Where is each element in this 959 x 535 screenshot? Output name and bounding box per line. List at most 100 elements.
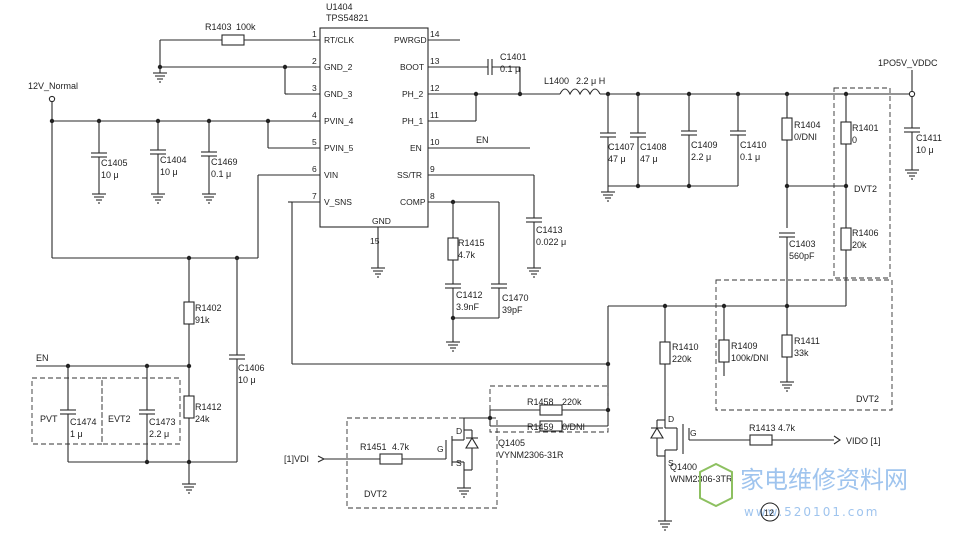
- port-vido: VIDO [1]: [846, 436, 881, 446]
- ground-symbol: [904, 163, 920, 180]
- q1405-g: G: [437, 444, 444, 454]
- ground-symbol: [150, 187, 166, 204]
- r1409-value: 100k/DNI: [731, 353, 769, 363]
- c1407-value: 47 μ: [608, 154, 626, 164]
- r1412-ref: R1412: [195, 402, 222, 412]
- ic-gnd-pin-number: 15: [370, 236, 380, 246]
- c1403-ref: C1403: [789, 239, 816, 249]
- ic-u1404: U1404 TPS54821 1 RT/CLK 2 GND_2 3 GND_3 …: [288, 2, 460, 278]
- net-12v-normal: 12V_Normal: [28, 81, 78, 91]
- pin-6-number: 6: [312, 164, 317, 174]
- r1402-value: 91k: [195, 315, 210, 325]
- ground-symbol: [445, 335, 461, 352]
- box-label-evt2: EVT2: [108, 414, 131, 424]
- control-pins: EN C1413 0.022 μ R1415 4.7k C1412 3.9nF …: [445, 135, 566, 352]
- net-1po5v-vddc: 1PO5V_VDDC: [878, 58, 938, 68]
- page-number: 12: [764, 508, 774, 518]
- pin-2-name: GND_2: [324, 62, 353, 72]
- c1470-ref: C1470: [502, 293, 529, 303]
- r1403-ref: R1403: [205, 22, 232, 32]
- dvt2-box-bottom: [346, 417, 498, 509]
- pin-2-number: 2: [312, 56, 317, 66]
- r1413-ref: R1413: [749, 423, 776, 433]
- c1404-ref: C1404: [160, 155, 187, 165]
- c1410-value: 0.1 μ: [740, 152, 760, 162]
- output-stage: C1401 0.1 μ L1400 2.2 μ H C1407 47 μ C14…: [460, 52, 942, 412]
- c1408-value: 47 μ: [640, 154, 658, 164]
- q1405-d: D: [456, 426, 462, 436]
- dvt2-box-right: [715, 279, 893, 411]
- c1473-ref: C1473: [149, 417, 176, 427]
- q1405-ref: Q1405: [498, 438, 525, 448]
- box-label-pvt: PVT: [40, 414, 58, 424]
- pin-13-number: 13: [430, 56, 440, 66]
- pin-6-name: VIN: [324, 170, 338, 180]
- c1469-ref: C1469: [211, 157, 238, 167]
- pvt-box: [31, 377, 103, 445]
- c1403-value: 560pF: [789, 251, 815, 261]
- c1404-value: 10 μ: [160, 167, 178, 177]
- input-12v-bus: 12V_Normal C1405 10 μ C1404 10 μ C1469: [28, 81, 288, 258]
- pin-12-name: PH_2: [402, 89, 424, 99]
- net-en-left: EN: [36, 353, 49, 363]
- ground-symbol: [181, 477, 197, 494]
- c1411-ref: C1411: [916, 133, 942, 143]
- pin-14-name: PWRGD: [394, 35, 427, 45]
- r1451-ref: R1451: [360, 442, 387, 452]
- pin-10-number: 10: [430, 137, 440, 147]
- pin-8-number: 8: [430, 191, 435, 201]
- watermark-url: www.520101.com: [744, 505, 879, 519]
- r1406-value: 20k: [852, 240, 867, 250]
- q1400-ref: Q1400: [670, 462, 697, 472]
- q1400-d: D: [668, 414, 674, 424]
- pin-11-name: PH_1: [402, 116, 424, 126]
- r1459-value: 0/DNI: [562, 422, 585, 432]
- r1411-value: 33k: [794, 348, 809, 358]
- c1401-ref: C1401: [500, 52, 527, 62]
- r1403-value: 100k: [236, 22, 256, 32]
- c1406-ref: C1406: [238, 363, 265, 373]
- l1400-value: 2.2 μ H: [576, 76, 605, 86]
- c1405-value: 10 μ: [101, 170, 119, 180]
- c1401-value: 0.1 μ: [500, 64, 520, 74]
- dvt2-box-top: [833, 87, 891, 279]
- q1405-s: S: [456, 458, 462, 468]
- pin-12-number: 12: [430, 83, 440, 93]
- c1405-ref: C1405: [101, 158, 128, 168]
- watermark: 家电维修资料网 www.520101.com 12: [699, 462, 908, 522]
- watermark-logo: [699, 462, 733, 508]
- r1458-value: 220k: [562, 397, 582, 407]
- vin-en-divider: R1402 91k C1406 10 μ EN R1412 24k C1474 …: [31, 174, 288, 494]
- q1405-switch: DVT2 [1]VDI R1451 4.7k G D S Q1405 VYNM2…: [284, 385, 611, 509]
- pin-8-name: COMP: [400, 197, 426, 207]
- ground-symbol: [91, 187, 107, 204]
- l1400-ref: L1400: [544, 76, 569, 86]
- r1413-value: 4.7k: [778, 423, 796, 433]
- box-label-dvt2-top: DVT2: [854, 184, 877, 194]
- q1405-part: VYNM2306-31R: [498, 450, 564, 460]
- pin-4-name: PVIN_4: [324, 116, 354, 126]
- r1459-ref: R1459: [527, 422, 554, 432]
- ground-symbol: [526, 261, 542, 278]
- pin-1-name: RT/CLK: [324, 35, 354, 45]
- c1411-value: 10 μ: [916, 145, 934, 155]
- ground-symbol: [657, 514, 673, 531]
- port-vdi: [1]VDI: [284, 454, 309, 464]
- r1415-value: 4.7k: [458, 250, 476, 260]
- c1473-value: 2.2 μ: [149, 429, 169, 439]
- q1400-g: G: [690, 428, 697, 438]
- box-label-dvt2-bottom: DVT2: [364, 489, 387, 499]
- r1404-value: 0/DNI: [794, 132, 817, 142]
- r1411-ref: R1411: [794, 336, 820, 346]
- ic-ref: U1404: [326, 2, 353, 12]
- ic-part-number: TPS54821: [326, 13, 369, 23]
- page-number-circle: [760, 502, 780, 522]
- c1413-ref: C1413: [536, 225, 563, 235]
- pin-4-number: 4: [312, 110, 317, 120]
- r1410-ref: R1410: [672, 342, 699, 352]
- q1400-switch: R1410 220k D S G R1413 4.7k VIDO [1] Q14…: [650, 303, 881, 531]
- ground-symbol: [201, 187, 217, 204]
- c1412-value: 3.9nF: [456, 302, 480, 312]
- rt-clk-network: R1403 100k: [152, 22, 288, 95]
